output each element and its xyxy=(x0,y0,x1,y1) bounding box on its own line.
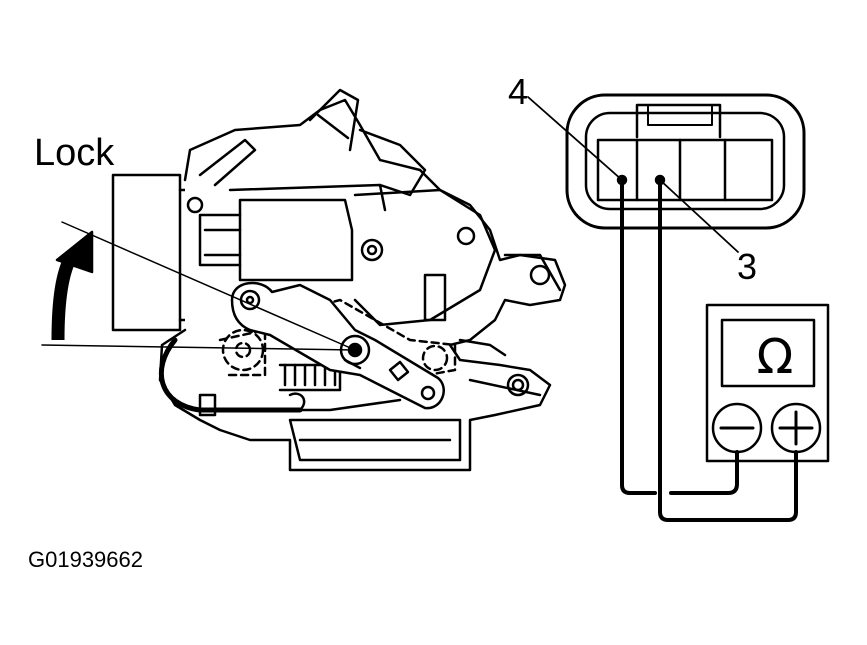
lock-label: Lock xyxy=(34,132,115,174)
figure-id: G01939662 xyxy=(28,547,143,572)
arrow-up-icon xyxy=(51,230,94,341)
connector xyxy=(527,93,806,253)
lock-lever xyxy=(230,281,445,410)
pin-3-label: 3 xyxy=(737,246,758,287)
pin-4-label: 4 xyxy=(508,71,529,112)
ohmmeter xyxy=(705,303,830,463)
test-leads xyxy=(620,178,798,522)
unlock-position-dashed xyxy=(218,298,457,382)
ohm-symbol: Ω xyxy=(756,329,794,385)
door-lock-actuator xyxy=(41,88,567,472)
plus-icon xyxy=(770,402,822,454)
